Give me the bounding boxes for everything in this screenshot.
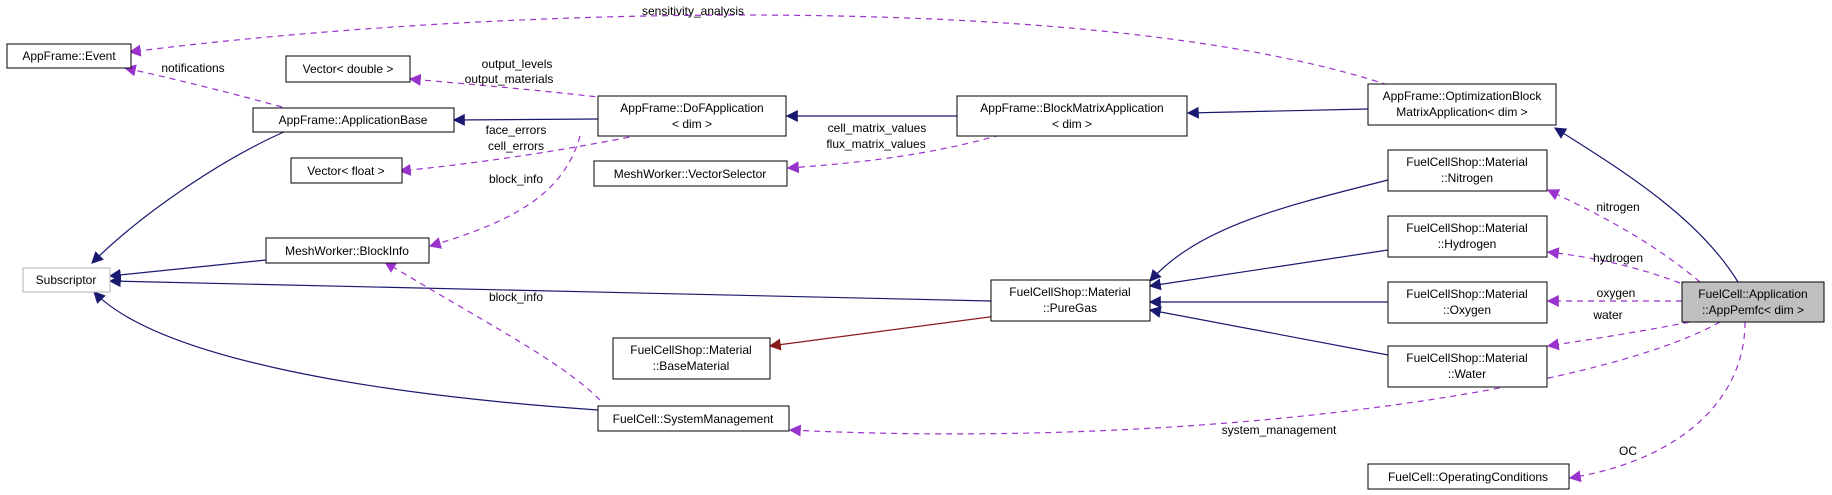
svg-text:MeshWorker::VectorSelector: MeshWorker::VectorSelector xyxy=(614,167,767,181)
svg-text:::AppPemfc< dim >: ::AppPemfc< dim > xyxy=(1702,303,1804,317)
svg-text:Subscriptor: Subscriptor xyxy=(36,273,97,287)
edge-subscriptor-from-applicationbase xyxy=(91,130,287,264)
svg-text:AppFrame::DoFApplication: AppFrame::DoFApplication xyxy=(620,101,763,115)
label-output-materials: output_materials xyxy=(465,72,554,86)
edge-blockmatrix-from-optimization xyxy=(1186,106,1369,119)
inheritance-edges xyxy=(91,106,1739,411)
label-sensitivity-analysis: sensitivity_analysis xyxy=(642,4,744,18)
edge-subscriptor-from-puregas xyxy=(108,275,992,302)
label-cell-errors: cell_errors xyxy=(488,139,544,153)
label-cell-matrix-values: cell_matrix_values xyxy=(828,121,927,135)
edge-puregas-from-nitrogen xyxy=(1149,179,1389,282)
node-fuelcellshop-oxygen[interactable]: FuelCellShop::Material ::Oxygen xyxy=(1387,281,1548,324)
svg-text:FuelCellShop::Material: FuelCellShop::Material xyxy=(1406,155,1527,169)
node-appframe-dofapplication[interactable]: AppFrame::DoFApplication < dim > xyxy=(597,95,787,137)
node-subscriptor[interactable]: Subscriptor xyxy=(22,267,111,293)
label-flux-matrix-values: flux_matrix_values xyxy=(826,137,925,151)
edge-applicationbase-from-dofapplication xyxy=(452,113,599,126)
node-appframe-applicationbase[interactable]: AppFrame::ApplicationBase xyxy=(252,107,455,133)
svg-text:Vector< float >: Vector< float > xyxy=(307,164,384,178)
node-meshworker-blockinfo[interactable]: MeshWorker::BlockInfo xyxy=(265,237,430,264)
svg-text:::Hydrogen: ::Hydrogen xyxy=(1438,237,1497,251)
node-fuelcellshop-puregas[interactable]: FuelCellShop::Material ::PureGas xyxy=(990,279,1151,322)
edge-system-management xyxy=(788,321,1721,437)
edge-nitrogen xyxy=(1546,189,1701,283)
edge-basematerial-from-puregas xyxy=(768,313,1013,351)
label-hydrogen: hydrogen xyxy=(1593,251,1643,265)
svg-text:::PureGas: ::PureGas xyxy=(1043,301,1097,315)
svg-text:::Nitrogen: ::Nitrogen xyxy=(1441,171,1493,185)
node-fuelcellshop-hydrogen[interactable]: FuelCellShop::Material ::Hydrogen xyxy=(1387,215,1548,258)
label-block-info-1: block_info xyxy=(489,172,543,186)
edge-oc xyxy=(1568,321,1746,483)
svg-text:::BaseMaterial: ::BaseMaterial xyxy=(653,359,730,373)
node-fuelcellshop-basematerial[interactable]: FuelCellShop::Material ::BaseMaterial xyxy=(612,337,771,380)
edge-subscriptor-from-blockinfo xyxy=(108,259,267,281)
svg-text:< dim >: < dim > xyxy=(672,117,712,131)
node-vector-float[interactable]: Vector< float > xyxy=(290,157,403,184)
node-appframe-event[interactable]: AppFrame::Event xyxy=(6,43,132,69)
node-fuelcell-systemmanagement[interactable]: FuelCell::SystemManagement xyxy=(597,405,790,432)
label-oc: OC xyxy=(1619,444,1637,458)
svg-text:MatrixApplication< dim >: MatrixApplication< dim > xyxy=(1396,105,1527,119)
node-vector-double[interactable]: Vector< double > xyxy=(285,55,411,83)
svg-text:FuelCell::Application: FuelCell::Application xyxy=(1698,287,1807,301)
svg-text:AppFrame::Event: AppFrame::Event xyxy=(22,49,116,63)
svg-text:AppFrame::OptimizationBlock: AppFrame::OptimizationBlock xyxy=(1383,89,1543,103)
svg-text:FuelCellShop::Material: FuelCellShop::Material xyxy=(1406,287,1527,301)
svg-text:FuelCellShop::Material: FuelCellShop::Material xyxy=(630,343,751,357)
svg-text:FuelCell::SystemManagement: FuelCell::SystemManagement xyxy=(613,412,774,426)
label-oxygen: oxygen xyxy=(1597,286,1636,300)
svg-text:FuelCellShop::Material: FuelCellShop::Material xyxy=(1406,221,1527,235)
svg-text:FuelCellShop::Material: FuelCellShop::Material xyxy=(1009,285,1130,299)
svg-text:::Oxygen: ::Oxygen xyxy=(1443,303,1491,317)
edge-cell-flux-matrix-values xyxy=(786,134,1001,174)
edge-puregas-from-hydrogen xyxy=(1148,249,1389,291)
edge-hydrogen xyxy=(1546,247,1681,284)
svg-text:Vector< double >: Vector< double > xyxy=(303,62,394,76)
node-appframe-optimizationblock[interactable]: AppFrame::OptimizationBlock MatrixApplic… xyxy=(1367,83,1557,126)
svg-text:FuelCell::OperatingConditions: FuelCell::OperatingConditions xyxy=(1388,470,1548,484)
edge-labels: sensitivity_analysis notifications outpu… xyxy=(161,4,1643,458)
label-block-info-2: block_info xyxy=(489,290,543,304)
svg-text:::Water: ::Water xyxy=(1448,367,1486,381)
edge-water xyxy=(1546,319,1701,351)
svg-text:< dim >: < dim > xyxy=(1052,117,1092,131)
label-face-errors: face_errors xyxy=(486,123,547,137)
svg-text:AppFrame::ApplicationBase: AppFrame::ApplicationBase xyxy=(279,113,428,127)
edge-block-info-dof xyxy=(428,135,581,249)
node-fuelcellshop-nitrogen[interactable]: FuelCellShop::Material ::Nitrogen xyxy=(1387,149,1548,192)
node-appframe-blockmatrixapplication[interactable]: AppFrame::BlockMatrixApplication < dim > xyxy=(956,95,1188,137)
edge-optimization-from-apppemfc xyxy=(1553,127,1739,283)
edge-subscriptor-from-systemmanagement xyxy=(93,291,599,411)
label-system-management: system_management xyxy=(1222,423,1337,437)
svg-text:FuelCellShop::Material: FuelCellShop::Material xyxy=(1406,351,1527,365)
node-meshworker-vectorselector[interactable]: MeshWorker::VectorSelector xyxy=(593,160,788,187)
svg-text:AppFrame::BlockMatrixApplicati: AppFrame::BlockMatrixApplication xyxy=(980,101,1163,115)
label-notifications: notifications xyxy=(161,61,224,75)
node-fuelcellshop-water[interactable]: FuelCellShop::Material ::Water xyxy=(1387,345,1548,388)
edge-face-cell-errors xyxy=(398,134,641,176)
label-nitrogen: nitrogen xyxy=(1596,200,1639,214)
label-output-levels: output_levels xyxy=(482,57,553,71)
node-fuelcell-operatingconditions[interactable]: FuelCell::OperatingConditions xyxy=(1367,463,1570,490)
edge-puregas-from-water xyxy=(1148,306,1389,356)
edge-notifications xyxy=(123,64,283,108)
node-fuelcell-apppemfc[interactable]: FuelCell::Application ::AppPemfc< dim > xyxy=(1681,281,1825,323)
edge-block-info-systemmanagement xyxy=(383,261,601,401)
label-water: water xyxy=(1592,308,1622,322)
svg-text:MeshWorker::BlockInfo: MeshWorker::BlockInfo xyxy=(285,244,409,258)
